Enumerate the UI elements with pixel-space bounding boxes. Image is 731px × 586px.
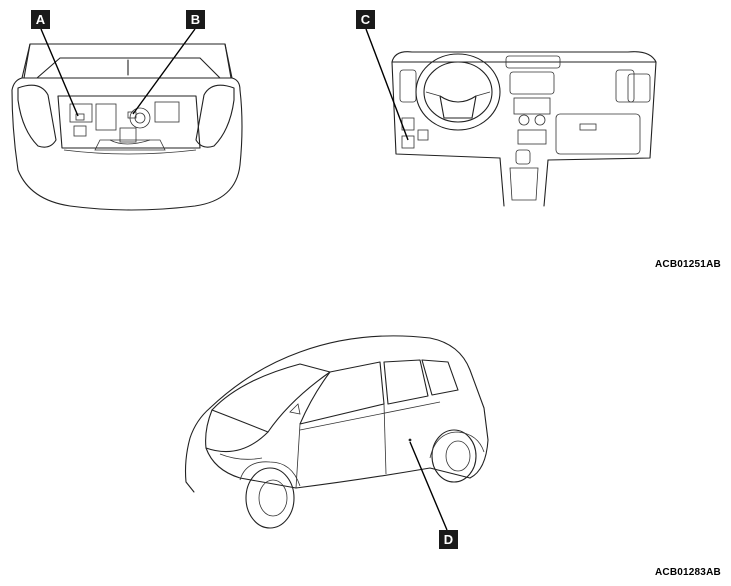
callout-label-a: A [31, 10, 50, 29]
car-exterior-illustration [184, 335, 489, 531]
callout-label-d: D [439, 530, 458, 549]
engine-compartment-illustration [11, 28, 243, 211]
callout-label-b: B [186, 10, 205, 29]
dashboard-illustration [365, 28, 657, 207]
callout-label-c: C [356, 10, 375, 29]
figure-reference-top: ACB01251AB [655, 259, 721, 270]
figure-reference-bottom: ACB01283AB [655, 567, 721, 578]
